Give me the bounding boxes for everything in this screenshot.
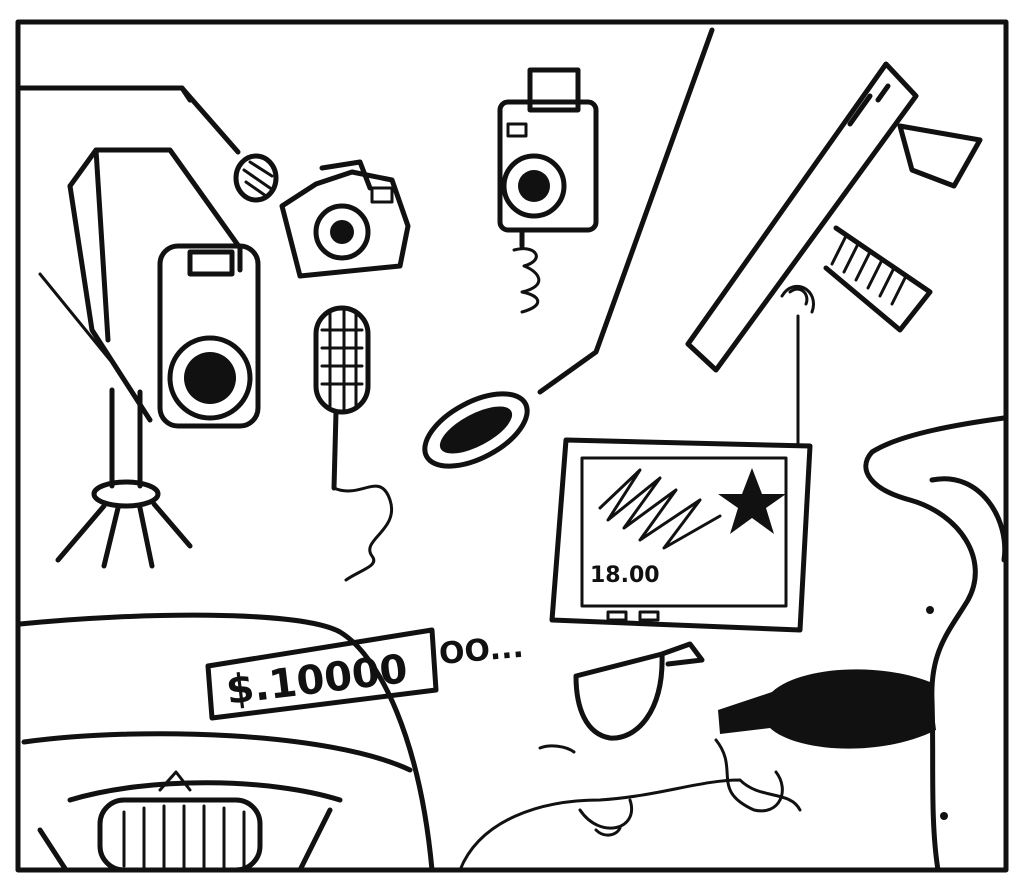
wine-glass-icon	[573, 641, 705, 741]
movie-camera-icon	[497, 67, 599, 314]
woman-figure-icon	[458, 415, 1008, 873]
panel-frame	[15, 19, 1009, 873]
price-tag: $.10000 OO...	[205, 627, 525, 721]
boom-microphone-icon	[17, 85, 279, 203]
wine-bottle-icon	[714, 669, 936, 813]
video-camera-icon	[685, 61, 983, 446]
tv-monitor-icon: 18.00	[549, 437, 813, 633]
price-tail-text: OO...	[438, 630, 525, 672]
monitor-time-readout: 18.00	[590, 563, 660, 588]
tv-camera-icon	[38, 147, 261, 569]
shotgun-microphone-icon	[422, 27, 715, 469]
car-steering-wheel-icon	[17, 612, 435, 873]
handheld-microphone-icon	[313, 305, 394, 582]
photo-camera-icon	[279, 159, 411, 279]
